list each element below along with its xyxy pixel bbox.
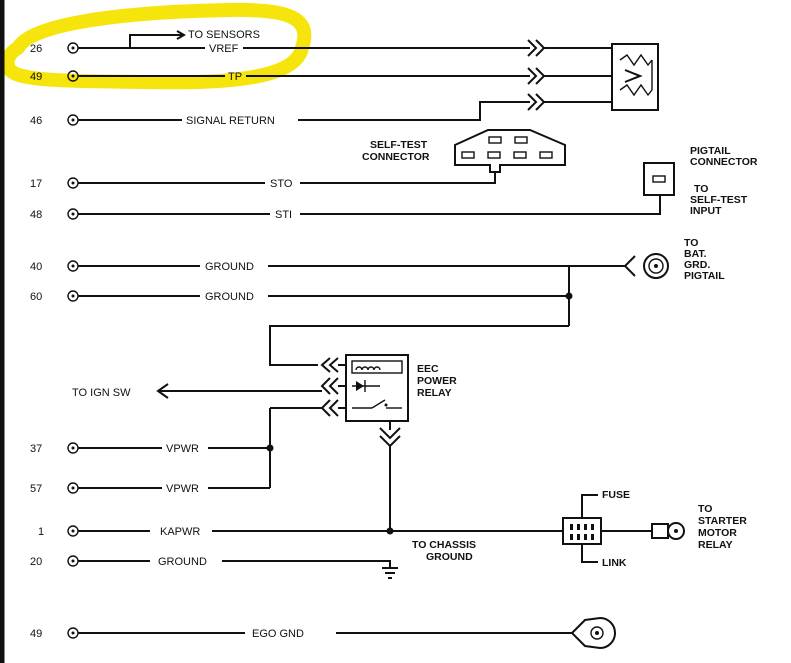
- starter-relay-terminal: TO STARTER MOTOR RELAY: [651, 503, 747, 551]
- row-sti: 48 STI: [30, 195, 661, 221]
- wire-label-vref: VREF: [209, 43, 239, 55]
- starter-label-3: MOTOR: [698, 527, 737, 539]
- wire-label-sti: STI: [275, 209, 292, 221]
- starter-label-2: STARTER: [698, 515, 747, 527]
- pin-49-ego: 49: [30, 628, 42, 640]
- wire-label-vpwr-57: VPWR: [166, 483, 199, 495]
- pin-46: 46: [30, 115, 42, 127]
- pin-20: 20: [30, 556, 42, 568]
- wire-label-ground-40: GROUND: [205, 261, 254, 273]
- row-signal-return: 46 SIGNAL RETURN: [30, 101, 530, 127]
- to-ign-sw-label: TO IGN SW: [72, 387, 131, 399]
- bat-label-1: TO: [684, 237, 698, 249]
- self-test-input-label-3: INPUT: [690, 205, 722, 217]
- fuse-link: FUSE LINK: [562, 489, 652, 569]
- pin-40: 40: [30, 261, 42, 273]
- sensor-connectors: [527, 39, 612, 111]
- pin-57: 57: [30, 483, 42, 495]
- wire-label-ground-60: GROUND: [205, 291, 254, 303]
- relay-label-1: EEC: [417, 363, 439, 375]
- self-test-input-label-2: SELF-TEST: [690, 194, 748, 206]
- bat-label-4: PIGTAIL: [684, 270, 725, 282]
- pin-terminal-dot: [71, 118, 75, 122]
- self-test-input-label-1: TO: [694, 183, 708, 195]
- pin-terminal-dot: [71, 46, 75, 50]
- ego-ground-eyelet: [570, 616, 616, 650]
- self-test-connector: SELF-TEST CONNECTOR: [362, 129, 566, 173]
- pin-37: 37: [30, 443, 42, 455]
- pin-49: 49: [30, 71, 42, 83]
- wire-label-ego-gnd: EGO GND: [252, 628, 304, 640]
- pigtail-label-1: PIGTAIL: [690, 145, 731, 157]
- wire-label-tp: TP: [228, 71, 242, 83]
- row-vref: 26 VREF TO SENSORS: [30, 29, 530, 55]
- to-sensors-arrow: [176, 30, 187, 40]
- bat-label-2: BAT.: [684, 248, 707, 260]
- row-tp: 49 TP: [30, 70, 530, 83]
- chassis-ground-label-2: GROUND: [426, 551, 473, 563]
- highlight-mark: [0, 2, 312, 90]
- wire-label-sto: STO: [270, 178, 293, 190]
- relay-label-2: POWER: [417, 375, 457, 387]
- row-ground-40: 40 GROUND: [30, 260, 625, 273]
- to-ign-sw: TO IGN SW: [72, 383, 322, 399]
- wire-label-kapwr: KAPWR: [160, 526, 200, 538]
- to-sensors-label: TO SENSORS: [188, 29, 260, 41]
- row-vpwr-57: 57 VPWR: [30, 482, 270, 495]
- wire-label-signal-return: SIGNAL RETURN: [186, 115, 275, 127]
- pin-terminal-dot: [71, 74, 75, 78]
- eec-power-relay: EEC POWER RELAY: [270, 354, 457, 448]
- to-sensors-branch: [129, 34, 183, 48]
- starter-label-4: RELAY: [698, 539, 733, 551]
- row-vpwr-37: 37 VPWR: [30, 408, 274, 488]
- pigtail-label-2: CONNECTOR: [690, 156, 758, 168]
- self-test-label-1: SELF-TEST: [370, 139, 428, 151]
- wire-label-ground-20: GROUND: [158, 556, 207, 568]
- row-ground-60: 60 GROUND: [30, 266, 573, 366]
- pin-17: 17: [30, 178, 42, 190]
- row-ground-20: 20 GROUND: [30, 555, 398, 579]
- pin-26: 26: [30, 43, 42, 55]
- row-sto: 17 STO: [30, 172, 496, 190]
- fuse-label: FUSE: [602, 489, 630, 501]
- pin-60: 60: [30, 291, 42, 303]
- pin-48: 48: [30, 209, 42, 221]
- bat-ground-connector: TO BAT. GRD. PIGTAIL: [623, 237, 725, 282]
- bat-label-3: GRD.: [684, 259, 710, 271]
- starter-label-1: TO: [698, 503, 712, 515]
- chassis-ground-symbol: [382, 567, 398, 579]
- self-test-label-2: CONNECTOR: [362, 151, 430, 163]
- wire-line: [298, 101, 530, 121]
- link-label: LINK: [602, 557, 627, 569]
- chassis-ground-label-1: TO CHASSIS: [412, 539, 476, 551]
- throttle-position-sensor: [611, 43, 659, 111]
- pin-1: 1: [38, 526, 44, 538]
- relay-label-3: RELAY: [417, 387, 452, 399]
- row-kapwr: 1 KAPWR: [38, 446, 563, 538]
- wire-label-vpwr-37: VPWR: [166, 443, 199, 455]
- pigtail-connector: PIGTAIL CONNECTOR TO SELF-TEST INPUT: [643, 145, 758, 217]
- row-ego-gnd: 49 EGO GND: [30, 616, 616, 650]
